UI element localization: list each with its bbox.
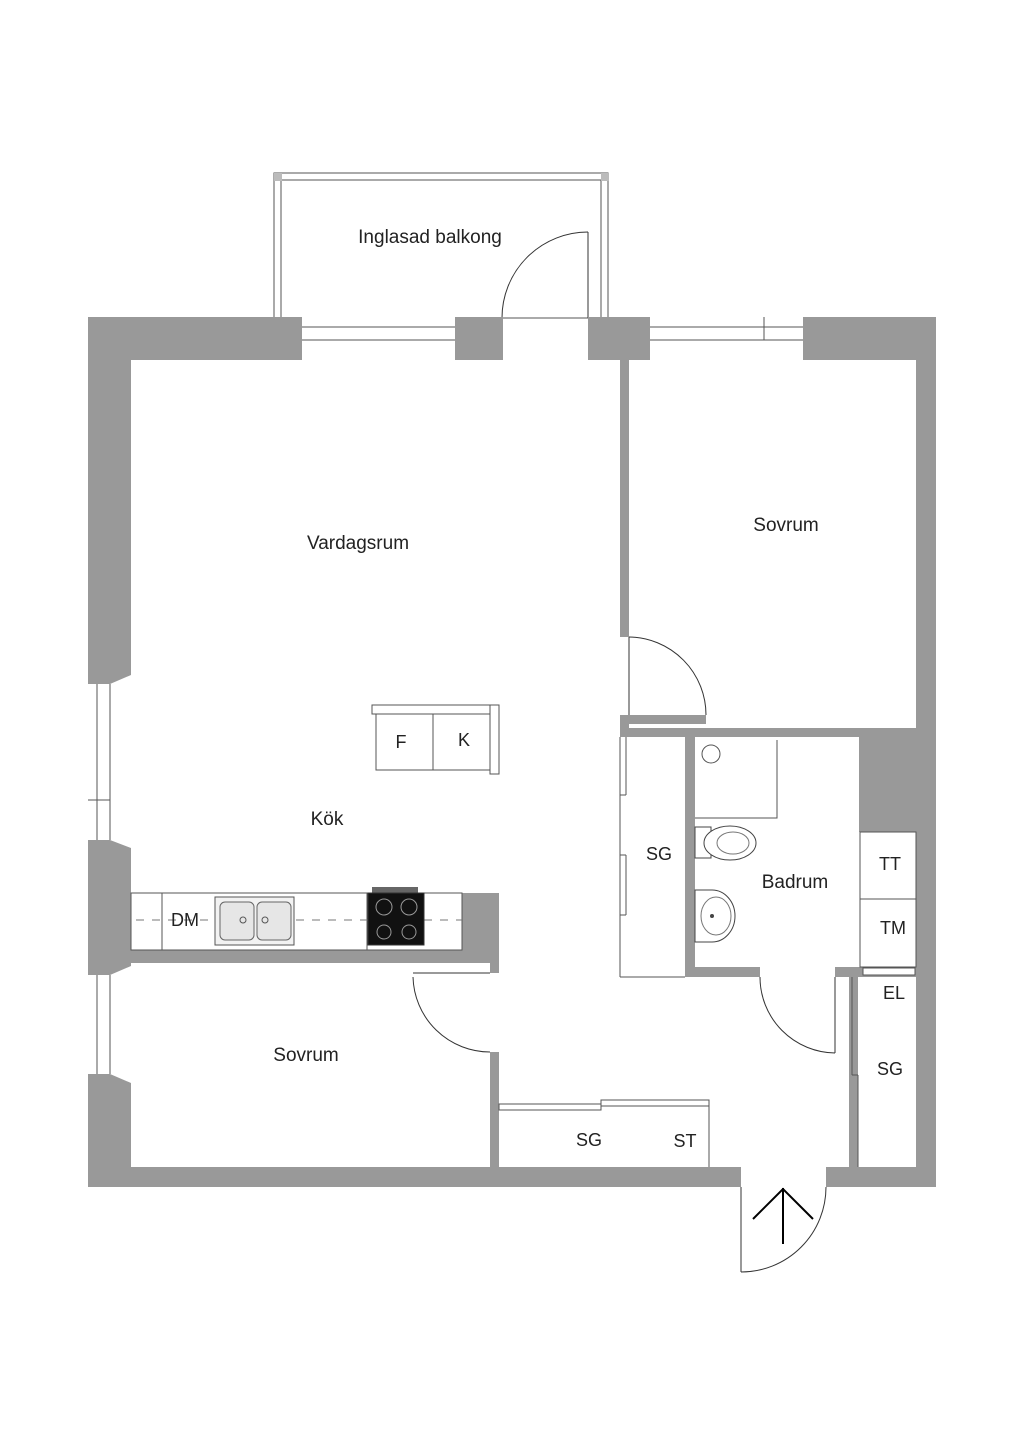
outer-walls xyxy=(88,317,936,1187)
sink-icon xyxy=(214,896,295,946)
fixture-label-dishwasher: DM xyxy=(171,910,199,930)
bathroom-door[interactable] xyxy=(759,976,836,1054)
fixture-label-freezer: K xyxy=(458,730,470,750)
interior-walls xyxy=(131,360,916,1167)
wardrobe-hall xyxy=(619,737,685,978)
kitchen-counter xyxy=(130,892,463,951)
room-label-kitchen: Kök xyxy=(311,809,344,830)
stove-icon xyxy=(367,887,425,946)
fixture-label-washer: TM xyxy=(880,918,906,938)
fixture-label-wardrobe-entry: SG xyxy=(877,1059,903,1079)
laundry-units xyxy=(859,831,917,968)
room-label-living: Vardagsrum xyxy=(307,533,409,554)
fixture-label-wardrobe-bottom: SG xyxy=(576,1130,602,1150)
room-label-balcony: Inglasad balkong xyxy=(358,227,502,248)
entrance-arrow-icon xyxy=(752,1187,814,1244)
fixture-label-wardrobe-hall: SG xyxy=(646,844,672,864)
shower-icon xyxy=(695,740,778,819)
washbasin-icon xyxy=(694,889,736,943)
bedroom-2-door[interactable] xyxy=(412,972,491,1053)
entrance-door[interactable] xyxy=(740,1186,827,1273)
fixture-label-storage: ST xyxy=(673,1131,696,1151)
fixture-label-fridge: F xyxy=(396,732,407,752)
entry-closet xyxy=(851,967,916,1167)
kitchen-island xyxy=(371,704,500,775)
fixture-label-electric: EL xyxy=(883,983,905,1003)
toilet-icon xyxy=(694,825,757,861)
balcony-door[interactable] xyxy=(501,231,589,319)
room-label-bedroom-1: Sovrum xyxy=(753,515,818,536)
room-label-bedroom-2: Sovrum xyxy=(273,1045,338,1066)
room-label-bathroom: Badrum xyxy=(762,872,829,893)
storage-bottom xyxy=(498,1099,710,1167)
fixture-label-dryer: TT xyxy=(879,854,901,874)
bedroom-door[interactable] xyxy=(628,636,707,716)
windows xyxy=(88,317,803,1083)
